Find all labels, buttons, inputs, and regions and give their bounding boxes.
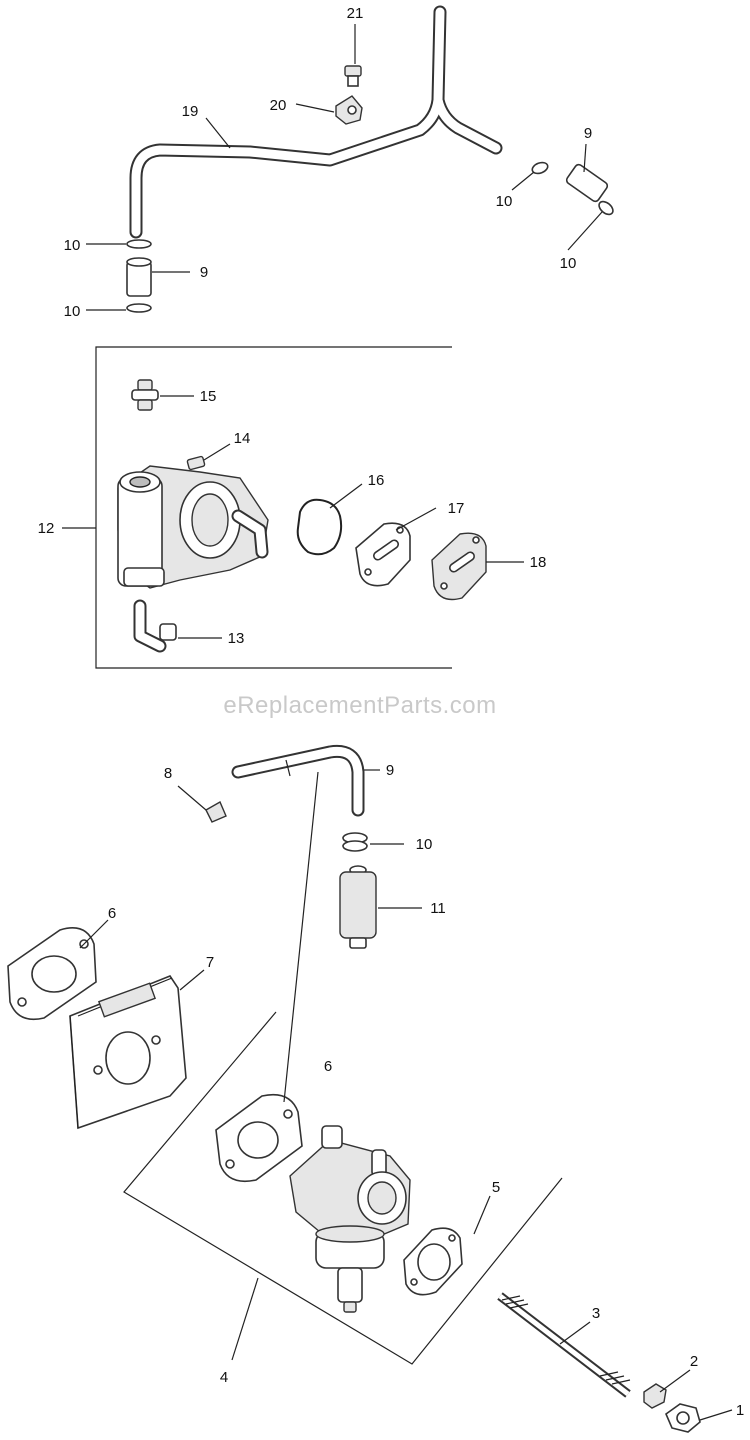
heat-shield-7 bbox=[69, 975, 187, 1130]
carburetor-body bbox=[289, 1125, 411, 1313]
callout-20: 20 bbox=[270, 97, 287, 114]
fitting-21 bbox=[344, 65, 362, 87]
gasket-17 bbox=[355, 522, 411, 587]
clamp-8 bbox=[205, 801, 227, 823]
callout-11: 11 bbox=[430, 900, 446, 917]
callout-6-upper: 6 bbox=[108, 905, 116, 922]
callout-9-right: 9 bbox=[584, 125, 592, 142]
screw-14 bbox=[186, 455, 206, 471]
callout-15: 15 bbox=[200, 388, 217, 405]
washer-2 bbox=[643, 1383, 667, 1409]
hose-9-right bbox=[531, 161, 614, 216]
nut-1 bbox=[665, 1403, 701, 1433]
leader-lines bbox=[62, 24, 733, 1421]
callout-19: 19 bbox=[182, 103, 199, 120]
callout-10-right-a: 10 bbox=[496, 193, 513, 210]
callout-16: 16 bbox=[368, 472, 385, 489]
hose-9-left bbox=[126, 239, 152, 313]
callout-7: 7 bbox=[206, 954, 214, 971]
callout-12: 12 bbox=[38, 520, 55, 537]
watermark: eReplacementParts.com bbox=[223, 692, 496, 719]
callout-14: 14 bbox=[234, 430, 251, 447]
callout-21: 21 bbox=[347, 5, 364, 22]
callout-3: 3 bbox=[592, 1305, 600, 1322]
clamp-10-middle bbox=[342, 832, 368, 852]
callout-9-middle: 9 bbox=[386, 762, 394, 779]
callout-18: 18 bbox=[530, 554, 547, 571]
elbow-fitting-13 bbox=[133, 599, 177, 653]
gasket-6-upper bbox=[7, 927, 97, 1021]
callout-10-left-b: 10 bbox=[64, 303, 81, 320]
callout-2: 2 bbox=[690, 1353, 698, 1370]
callout-13: 13 bbox=[228, 630, 245, 647]
fuel-hose-9-middle bbox=[231, 744, 365, 817]
callout-17: 17 bbox=[448, 500, 465, 517]
seal-16 bbox=[296, 498, 343, 556]
callout-10-right-b: 10 bbox=[560, 255, 577, 272]
callout-1: 1 bbox=[736, 1402, 744, 1419]
callout-6-lower: 6 bbox=[324, 1058, 332, 1075]
carburetor-group-bracket bbox=[123, 1011, 563, 1365]
fuel-filter-11 bbox=[339, 865, 377, 949]
callout-8: 8 bbox=[164, 765, 172, 782]
gasket-6-lower bbox=[215, 1093, 303, 1183]
callout-10-middle: 10 bbox=[416, 836, 433, 853]
gasket-18 bbox=[431, 532, 487, 601]
pump-assembly-box bbox=[95, 346, 452, 669]
callout-4: 4 bbox=[220, 1369, 228, 1386]
fuel-line-19 bbox=[129, 5, 503, 239]
fuel-pump-body bbox=[117, 465, 269, 589]
callout-labels: 21 20 19 9 10 10 10 9 10 15 14 16 17 18 … bbox=[38, 5, 745, 1419]
callout-10-left-a: 10 bbox=[64, 237, 81, 254]
callout-5: 5 bbox=[492, 1179, 500, 1196]
clamp-20 bbox=[335, 95, 363, 125]
gasket-5 bbox=[403, 1227, 463, 1296]
fitting-15 bbox=[131, 379, 159, 411]
stud-3 bbox=[497, 1292, 631, 1398]
callout-9-left: 9 bbox=[200, 264, 208, 281]
